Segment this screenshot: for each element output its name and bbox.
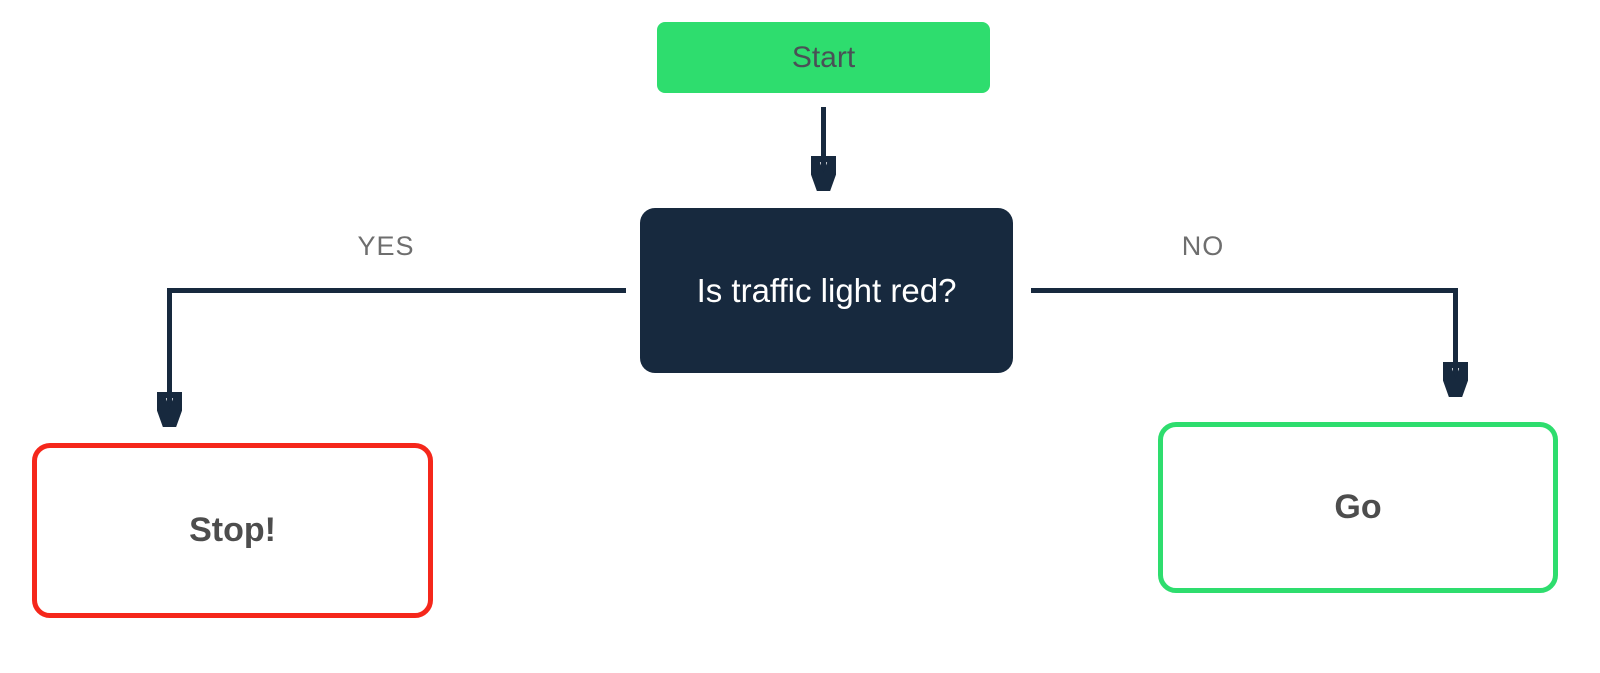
start-node-label: Start	[791, 40, 856, 74]
decision-node: Is traffic light red?	[640, 208, 1013, 373]
stop-node: Stop!	[32, 443, 433, 618]
stop-node-label: Stop!	[189, 511, 276, 549]
no-connector-arrow	[1031, 288, 1456, 393]
decision-node-label: Is traffic light red?	[696, 271, 957, 309]
go-node: Go	[1158, 422, 1558, 593]
yes-connector-arrow	[170, 288, 626, 423]
start-node: Start	[657, 22, 990, 93]
go-node-label: Go	[1334, 488, 1382, 526]
yes-edge-label: YES	[357, 231, 415, 261]
no-edge-label: NO	[1181, 231, 1225, 261]
